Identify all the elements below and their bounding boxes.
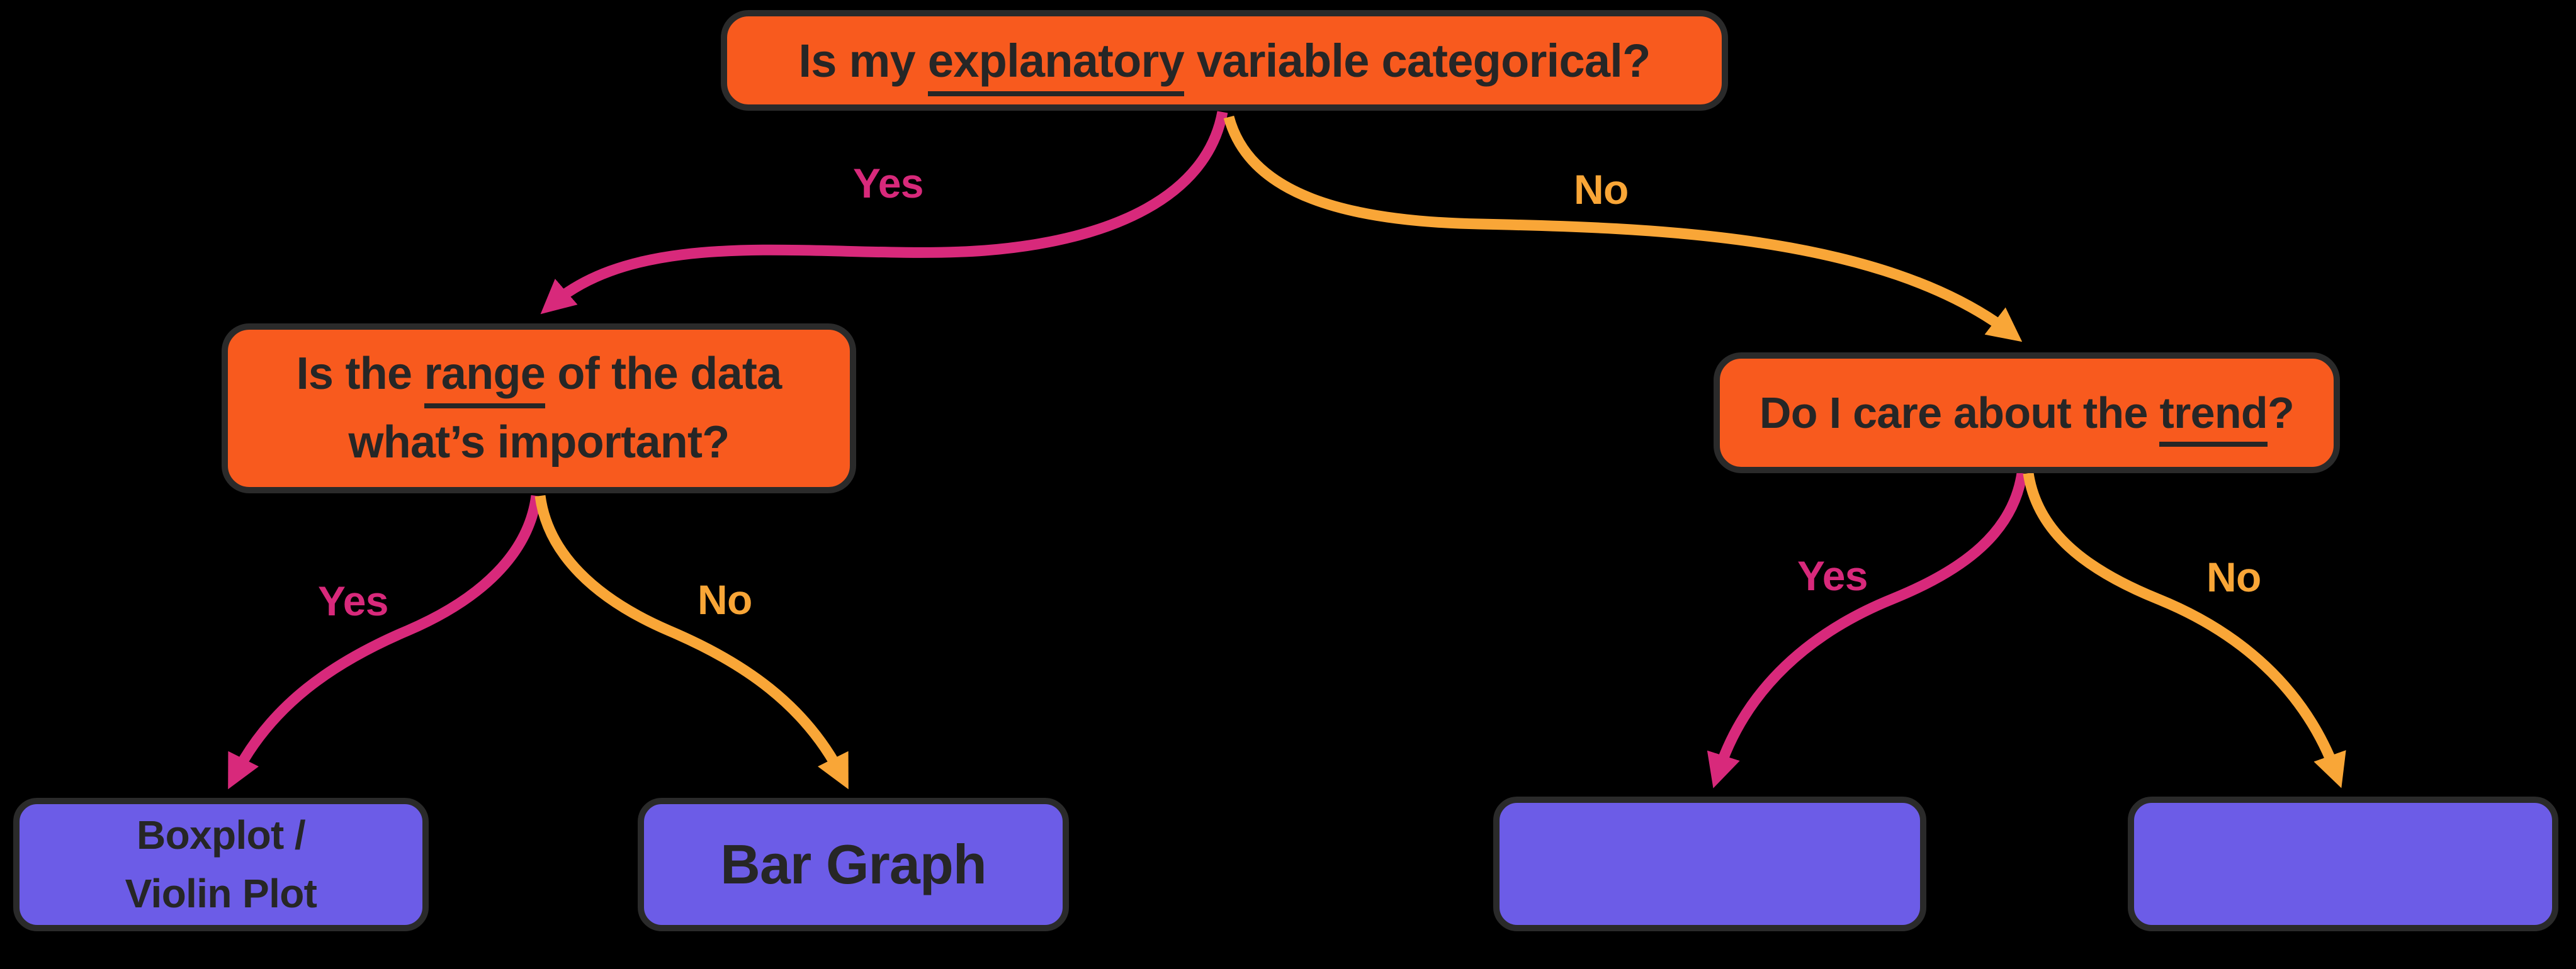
edge-label-trend-no: No — [2206, 554, 2261, 600]
edge-label-range-yes: Yes — [318, 578, 388, 624]
answer-label: Bar Graph — [720, 833, 986, 895]
answer-line-1: Boxplot / — [137, 812, 306, 858]
edge-root-no-curve — [1223, 115, 2023, 342]
question-text: Do I care about the trend? — [1759, 388, 2295, 447]
edge-root-yes-curve — [540, 111, 1228, 315]
edge-label-trend-yes: Yes — [1797, 552, 1868, 599]
edge-label-range-no: No — [698, 576, 752, 623]
question-text-underlined: trend — [2159, 388, 2268, 447]
question-text-post: variable categorical? — [1184, 34, 1651, 87]
edge-trend-yes-curve — [1707, 472, 2028, 788]
edge-label-root-no: No — [1574, 166, 1629, 213]
question-text-pre: Is the — [296, 348, 424, 399]
node-answer-boxplot-violin: Boxplot / Violin Plot — [13, 798, 429, 931]
question-line-1: Is the range of the data — [297, 340, 782, 408]
question-text-post: ? — [2268, 388, 2295, 437]
edge-label-root-yes: Yes — [853, 160, 924, 206]
node-question-explanatory-categorical: Is my explanatory variable categorical? — [721, 10, 1728, 111]
edge-range-yes-curve — [228, 495, 542, 790]
question-text-pre: Is my — [798, 34, 928, 87]
question-text-underlined: explanatory — [927, 34, 1185, 96]
node-question-range-important: Is the range of the data what’s importan… — [222, 323, 856, 493]
node-answer-empty-right — [2128, 797, 2558, 931]
edge-range-no-curve — [534, 495, 849, 790]
node-answer-empty-left — [1493, 797, 1926, 931]
node-answer-bar-graph: Bar Graph — [638, 798, 1069, 931]
answer-line-2: Violin Plot — [125, 871, 317, 916]
question-text-underlined: range — [424, 348, 546, 408]
question-text-post: of the data — [545, 348, 782, 399]
question-line-2: what’s important? — [348, 417, 730, 468]
edge-trend-no-curve — [2023, 472, 2346, 788]
question-text-pre: Do I care about the — [1759, 388, 2160, 437]
node-question-care-about-trend: Do I care about the trend? — [1714, 352, 2340, 473]
question-text: Is my explanatory variable categorical? — [798, 34, 1651, 96]
